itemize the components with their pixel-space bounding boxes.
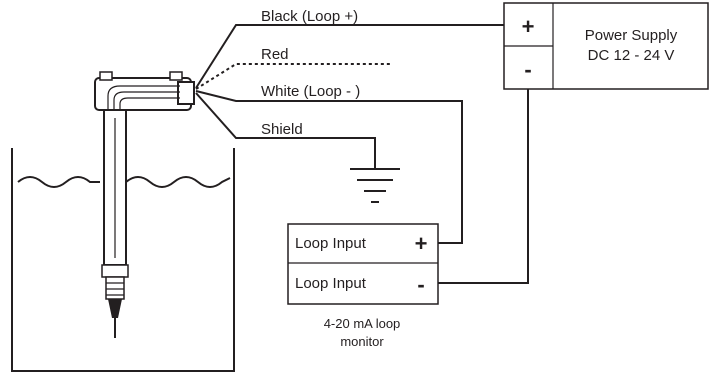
sensor-tip bbox=[108, 299, 122, 318]
sensor-head-bolt bbox=[169, 71, 183, 81]
black-wire-label: Black (Loop +) bbox=[261, 8, 358, 25]
power-supply-minus: - bbox=[524, 57, 531, 82]
shield-wire-label: Shield bbox=[261, 121, 303, 138]
power-supply-title: Power Supply bbox=[585, 27, 678, 44]
loop-input-minus-sign: - bbox=[417, 272, 424, 297]
sensor-head bbox=[94, 77, 192, 111]
power-supply-voltage: DC 12 - 24 V bbox=[588, 47, 675, 64]
red-wire bbox=[195, 63, 392, 90]
ground-icon bbox=[350, 168, 400, 203]
loop-return-wire bbox=[438, 88, 529, 284]
loop-monitor-caption-line1: 4-20 mA loop bbox=[324, 316, 401, 331]
loop-monitor: Loop Input + Loop Input - 4-20 mA loop m… bbox=[287, 223, 439, 349]
sensor-thread bbox=[105, 276, 125, 300]
loop-input-plus-sign: + bbox=[415, 231, 428, 256]
shield-wire bbox=[195, 92, 376, 168]
loop-monitor-box bbox=[287, 223, 439, 305]
red-wire-label: Red bbox=[261, 46, 289, 63]
loop-input-minus-label: Loop Input bbox=[295, 275, 367, 292]
loop-monitor-caption-line2: monitor bbox=[340, 334, 384, 349]
cable-bend bbox=[107, 85, 180, 118]
power-supply: + - Power Supply DC 12 - 24 V bbox=[503, 2, 709, 90]
liquid-surface bbox=[17, 176, 231, 188]
level-sensor bbox=[94, 71, 195, 338]
loop-input-plus-label: Loop Input bbox=[295, 235, 367, 252]
sensor-head-bolt bbox=[99, 71, 113, 81]
sensor-nut bbox=[101, 264, 129, 278]
black-wire bbox=[195, 24, 504, 89]
tank-outline bbox=[11, 148, 235, 372]
white-wire bbox=[195, 90, 463, 244]
power-supply-plus: + bbox=[522, 14, 535, 39]
white-wire-label: White (Loop - ) bbox=[261, 83, 360, 100]
cable-gland bbox=[177, 81, 195, 105]
